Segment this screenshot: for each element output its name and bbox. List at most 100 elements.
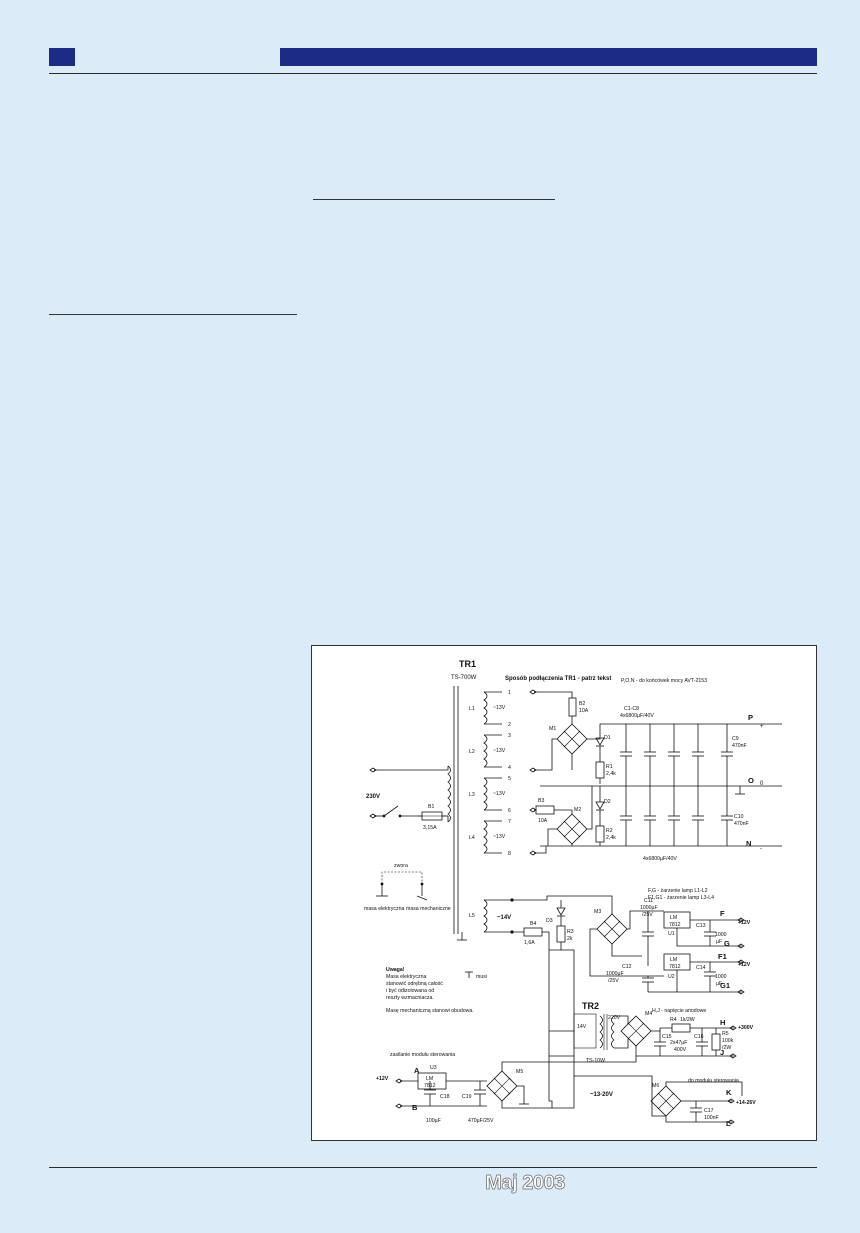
- resistor-r4: [671, 1023, 691, 1033]
- bridge-m5: M5: [486, 1069, 523, 1102]
- fuse-b4: [523, 927, 543, 937]
- section-rule: [313, 199, 555, 200]
- heater-note-2: F1,G1 - żarzenie lamp L3-L4: [648, 895, 714, 901]
- ctrl-title: zasilanie modułu sterowania: [390, 1052, 455, 1058]
- mains-switch: [383, 805, 399, 817]
- resistor-r5: [711, 1033, 721, 1051]
- svg-text:C13: C13: [696, 923, 706, 929]
- capacitor-c16: C16: [694, 1028, 708, 1056]
- winding-l5: L5 ~14V: [469, 899, 511, 933]
- ctrl-voltage-range: ~13-20V: [590, 1092, 613, 1098]
- mechanical-ground-label: masa mechaniczne: [406, 906, 451, 912]
- output-k-voltage: +14-26V: [736, 1100, 756, 1106]
- svg-text:/25V: /25V: [608, 978, 619, 984]
- caps-top-label: C1-C8: [624, 706, 639, 712]
- svg-text:D3: D3: [546, 918, 553, 924]
- schematic-figure: TR1 TS-700W Sposób podłączenia TR1 - pat…: [311, 645, 817, 1141]
- heater-note-1: F,G - żarzenie lamp L1-L2: [648, 888, 708, 894]
- svg-text:10A: 10A: [579, 708, 589, 714]
- output-f1: F1: [718, 952, 727, 961]
- svg-text:1,6A: 1,6A: [524, 940, 535, 946]
- amp-title: P,O,N - do końcówek mocy AVT-2153: [621, 678, 707, 684]
- output-h: H: [720, 1018, 725, 1027]
- winding-l4: L4 ~13V: [469, 820, 506, 854]
- pin-4: 4: [508, 765, 511, 771]
- svg-text:R4: R4: [670, 1017, 677, 1023]
- winding-l1: L1 ~13V: [469, 691, 506, 725]
- svg-text:C11: C11: [644, 898, 653, 904]
- svg-text:470nF: 470nF: [734, 821, 749, 827]
- output-a: A: [414, 1066, 420, 1075]
- bridge-m4: M4: [620, 1011, 652, 1047]
- output-h-voltage: +300V: [738, 1025, 754, 1031]
- svg-text:stanowić odrębną całość: stanowić odrębną całość: [386, 981, 443, 987]
- svg-text:D1: D1: [604, 735, 611, 741]
- jumper-label: zwora: [394, 863, 408, 869]
- resistor-r2: [595, 825, 605, 843]
- output-a-voltage: +12V: [376, 1076, 389, 1082]
- svg-text:/2W: /2W: [722, 1045, 731, 1051]
- capacitor-bank: [620, 724, 704, 846]
- output-f1-voltage: +12V: [738, 962, 751, 968]
- svg-text:M6: M6: [652, 1083, 659, 1089]
- tr2-model: TS-10W: [586, 1058, 605, 1064]
- svg-text:/25V: /25V: [642, 912, 653, 918]
- capacitor-c14: C14 1000 µF: [696, 962, 727, 992]
- svg-text:musi: musi: [476, 974, 487, 980]
- svg-text:2k: 2k: [567, 936, 573, 942]
- output-j: J: [720, 1048, 724, 1057]
- svg-text:C12: C12: [622, 964, 632, 970]
- caps-bottom-value: 4x6800µF/40V: [643, 856, 677, 862]
- output-b: B: [412, 1103, 418, 1112]
- svg-text:C17: C17: [704, 1108, 714, 1114]
- svg-text:1000µF: 1000µF: [606, 971, 624, 977]
- svg-text:C10: C10: [734, 814, 744, 820]
- output-l: L: [726, 1119, 731, 1128]
- svg-text:B4: B4: [530, 921, 536, 927]
- svg-text:LM: LM: [426, 1076, 433, 1082]
- led-d1: D1: [595, 735, 611, 747]
- pin-5: 5: [508, 776, 511, 782]
- led-d2: D2: [595, 799, 611, 811]
- pin-2: 2: [508, 722, 511, 728]
- electric-ground-label: masa elektryczna: [364, 906, 404, 912]
- pin-1: 1: [508, 690, 511, 696]
- output-o: O: [748, 776, 754, 785]
- capacitor-c18: C18 100µF: [424, 1081, 450, 1124]
- svg-text:470µF/25V: 470µF/25V: [468, 1118, 494, 1124]
- footer-issue-date: Maj 2003: [485, 1172, 566, 1195]
- m6-title: do modułu sterowania: [688, 1078, 739, 1084]
- footer-rule: [49, 1167, 817, 1168]
- svg-text:U3: U3: [430, 1065, 437, 1071]
- svg-text:C14: C14: [696, 965, 706, 971]
- svg-text:M2: M2: [574, 807, 581, 813]
- svg-text:L1: L1: [469, 706, 475, 712]
- anode-note: H,J - napięcie anodowe: [652, 1008, 706, 1014]
- svg-text:2,4k: 2,4k: [606, 835, 616, 841]
- header-bar-right: [280, 48, 817, 66]
- fuse-b1-label: B1: [428, 804, 434, 810]
- svg-text:14V: 14V: [577, 1024, 587, 1030]
- capacitor-c13: C13 1000 µF: [696, 920, 727, 946]
- svg-text:L2: L2: [469, 749, 475, 755]
- svg-text:100nF: 100nF: [704, 1115, 719, 1121]
- svg-text:L3: L3: [469, 792, 475, 798]
- output-k: K: [726, 1088, 732, 1097]
- power-supply-schematic: TR1 TS-700W Sposób podłączenia TR1 - pat…: [364, 659, 782, 1128]
- tr1-model: TS-700W: [451, 675, 477, 681]
- regulator-u3: LM 7812 U3: [417, 1065, 447, 1090]
- fuse-b2: [568, 697, 577, 717]
- svg-text:B3: B3: [538, 798, 544, 804]
- tr1-primary-winding: [447, 765, 451, 823]
- output-g1: G1: [720, 981, 730, 990]
- svg-text:U2: U2: [668, 974, 675, 980]
- pin-6: 6: [508, 808, 511, 814]
- tr2-symbol: [573, 1013, 597, 1049]
- winding-l3: L3 ~13V: [469, 777, 506, 811]
- svg-text:C16: C16: [694, 1034, 704, 1040]
- svg-text:i być odizolowana od: i być odizolowana od: [386, 988, 434, 994]
- svg-text:L5: L5: [469, 913, 475, 919]
- svg-text:C18: C18: [440, 1094, 450, 1100]
- svg-text:U1: U1: [668, 931, 675, 937]
- resistor-r3: [556, 925, 566, 943]
